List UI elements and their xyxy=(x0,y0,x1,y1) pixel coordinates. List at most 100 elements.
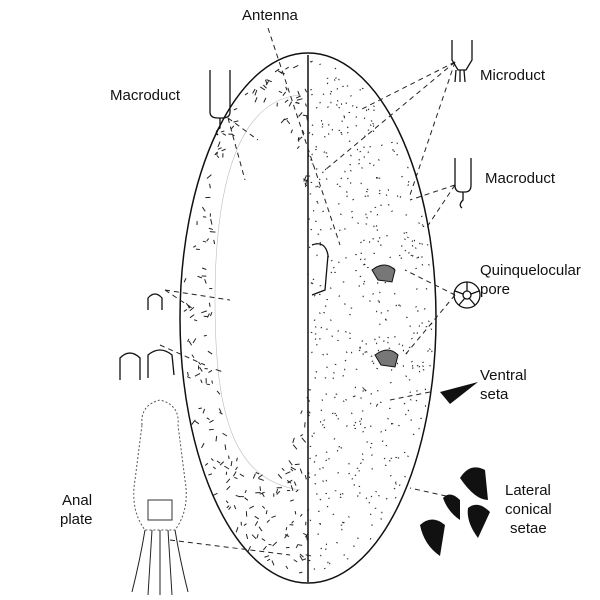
seta-mark xyxy=(215,368,222,372)
label-ventral: Ventral xyxy=(480,367,527,384)
seta-mark xyxy=(366,441,369,443)
seta-mark xyxy=(230,460,233,467)
seta-mark xyxy=(360,241,362,244)
seta-mark xyxy=(226,505,230,509)
seta-mark xyxy=(245,533,249,540)
seta-mark xyxy=(316,185,319,188)
seta-mark xyxy=(375,225,378,227)
seta-mark xyxy=(288,101,293,107)
seta-mark xyxy=(297,90,300,96)
seta-mark xyxy=(294,511,297,515)
seta-mark xyxy=(374,338,376,341)
seta-mark xyxy=(299,553,304,558)
seta-mark xyxy=(320,326,323,329)
seta-mark xyxy=(370,120,373,122)
seta-mark xyxy=(306,411,310,417)
seta-mark xyxy=(193,319,198,322)
seta-mark xyxy=(275,488,279,494)
label-macroduct-right: Macroduct xyxy=(485,170,556,187)
seta-mark xyxy=(217,141,221,147)
seta-mark xyxy=(271,560,275,566)
seta-mark xyxy=(310,60,312,63)
seta-mark xyxy=(425,288,428,290)
seta-mark xyxy=(376,389,379,392)
seta-mark xyxy=(274,68,280,73)
seta-mark xyxy=(304,88,308,93)
seta-mark xyxy=(338,78,340,81)
seta-mark xyxy=(243,523,247,526)
seta-mark xyxy=(419,242,421,245)
seta-mark xyxy=(300,410,303,414)
seta-mark xyxy=(183,309,188,312)
seta-mark xyxy=(340,177,343,180)
seta-mark xyxy=(299,468,303,474)
seta-mark xyxy=(314,474,316,476)
seta-mark xyxy=(319,229,322,231)
seta-mark xyxy=(404,249,407,252)
seta-mark xyxy=(277,473,283,479)
seta-mark xyxy=(418,365,421,368)
seta-mark xyxy=(293,559,298,563)
seta-mark xyxy=(352,198,355,201)
seta-mark xyxy=(379,323,381,326)
seta-mark xyxy=(304,183,308,187)
seta-mark xyxy=(263,97,267,103)
label-microduct: Microduct xyxy=(480,67,546,84)
seta-mark xyxy=(364,258,366,261)
seta-mark xyxy=(360,462,362,465)
seta-mark xyxy=(233,107,238,111)
seta-mark xyxy=(334,412,336,415)
seta-mark xyxy=(290,485,294,491)
seta-mark xyxy=(202,240,207,243)
seta-mark xyxy=(303,532,307,536)
seta-mark xyxy=(306,396,311,402)
seta-mark xyxy=(301,558,307,561)
seta-mark xyxy=(372,130,375,133)
seta-mark xyxy=(254,97,258,103)
seta-mark xyxy=(361,453,364,456)
seta-mark xyxy=(364,135,366,137)
seta-mark xyxy=(422,365,424,368)
seta-mark xyxy=(325,459,328,462)
seta-mark xyxy=(304,475,307,480)
seta-mark xyxy=(385,497,388,500)
seta-mark xyxy=(336,449,339,452)
spiracle-anterior xyxy=(371,264,396,283)
seta-mark xyxy=(369,145,371,148)
seta-mark xyxy=(258,474,263,479)
seta-mark xyxy=(384,281,387,284)
seta-mark xyxy=(334,67,337,70)
seta-mark xyxy=(186,376,191,379)
seta-mark xyxy=(322,93,325,96)
seta-mark xyxy=(407,166,409,169)
seta-mark xyxy=(369,124,372,127)
seta-mark xyxy=(339,213,342,216)
seta-mark xyxy=(264,555,270,558)
seta-mark xyxy=(308,559,311,562)
seta-mark xyxy=(280,118,286,124)
seta-mark xyxy=(392,148,394,151)
seta-mark xyxy=(301,129,305,135)
seta-mark xyxy=(414,247,417,249)
seta-mark xyxy=(216,460,221,464)
seta-mark xyxy=(385,194,388,197)
seta-mark xyxy=(313,432,315,434)
seta-mark xyxy=(345,351,348,354)
seta-mark xyxy=(323,135,326,138)
seta-mark xyxy=(219,461,225,466)
seta-mark xyxy=(208,227,214,231)
seta-mark xyxy=(391,210,393,213)
seta-mark xyxy=(351,210,353,213)
seta-mark xyxy=(208,473,213,476)
seta-mark xyxy=(394,496,397,499)
seta-mark xyxy=(306,409,311,414)
seta-mark xyxy=(299,513,303,517)
seta-mark xyxy=(335,414,338,417)
seta-mark xyxy=(323,311,326,314)
seta-mark xyxy=(285,565,289,570)
seta-mark xyxy=(221,148,226,152)
seta-mark xyxy=(405,375,408,377)
seta-mark xyxy=(307,151,310,157)
seta-mark xyxy=(249,505,255,509)
seta-mark xyxy=(420,215,423,218)
